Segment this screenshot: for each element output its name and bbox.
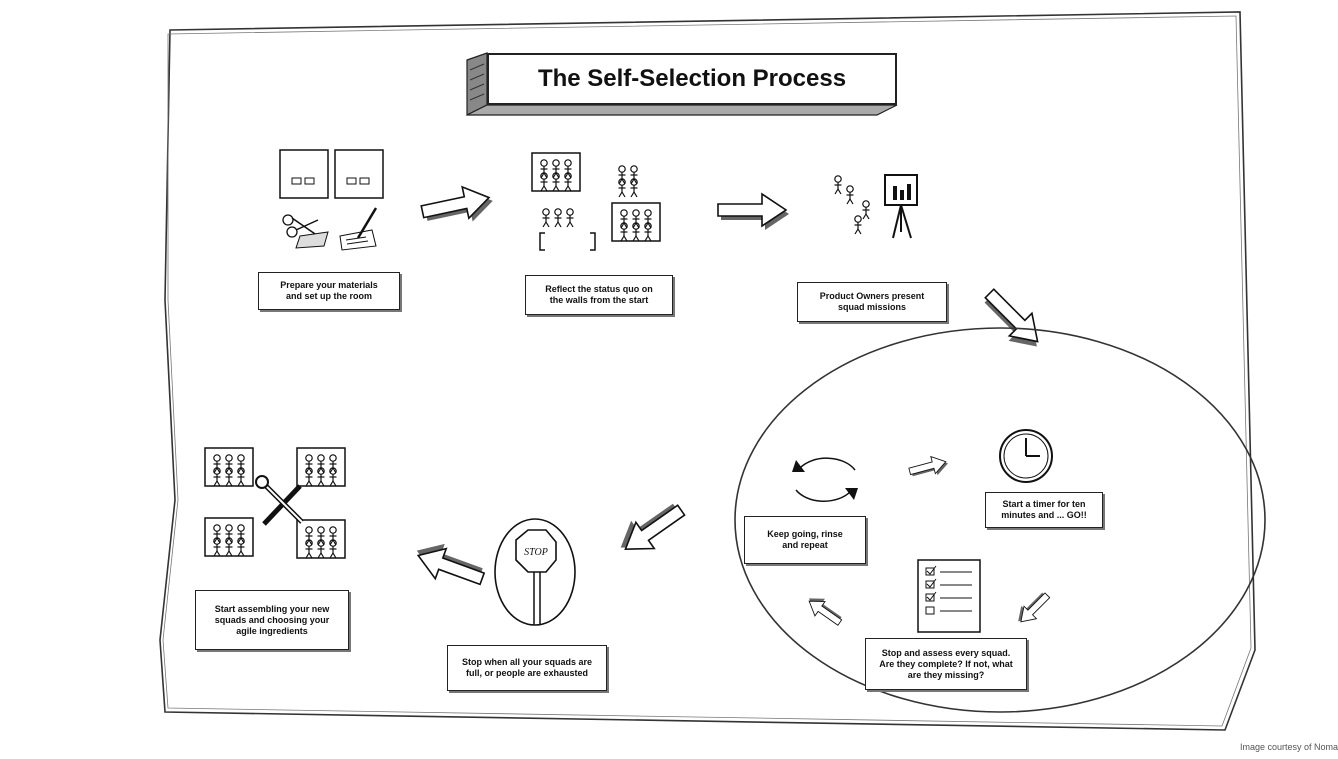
label-prepare: Prepare your materials and set up the ro… xyxy=(258,272,400,310)
arrow-1 xyxy=(418,180,497,233)
page-title: The Self-Selection Process xyxy=(487,53,897,105)
svg-text:STOP: STOP xyxy=(524,547,548,558)
label-keep-going: Keep going, rinse and repeat xyxy=(744,516,866,564)
clock-icon xyxy=(999,429,1053,483)
presenters-icon xyxy=(833,174,918,239)
label-timer: Start a timer for ten minutes and ... GO… xyxy=(985,492,1103,528)
loop-arrow-3 xyxy=(802,590,847,631)
arrow-5 xyxy=(409,534,490,595)
iteration-loop xyxy=(734,327,1266,713)
assemble-squads-icon xyxy=(205,448,345,558)
arrow-3 xyxy=(974,281,1052,359)
repeat-icon xyxy=(792,457,858,502)
label-reflect: Reflect the status quo on the walls from… xyxy=(525,275,673,315)
label-assemble: Start assembling your new squads and cho… xyxy=(195,590,349,650)
image-credit: Image courtesy of Noma xyxy=(1239,742,1338,752)
stop-sign-icon: STOP xyxy=(494,518,576,626)
label-assess: Stop and assess every squad. Are they co… xyxy=(865,638,1027,690)
arrow-2 xyxy=(717,193,790,231)
arrow-4 xyxy=(610,492,692,565)
label-stop-full: Stop when all your squads are full, or p… xyxy=(447,645,607,691)
materials-icon xyxy=(279,149,384,251)
loop-arrow-2 xyxy=(1011,587,1054,630)
checklist-icon xyxy=(917,559,981,633)
loop-arrow-1 xyxy=(906,452,951,483)
label-present: Product Owners present squad missions xyxy=(797,282,947,322)
page-frame xyxy=(159,11,1256,731)
squads-wall-icon xyxy=(532,153,660,251)
